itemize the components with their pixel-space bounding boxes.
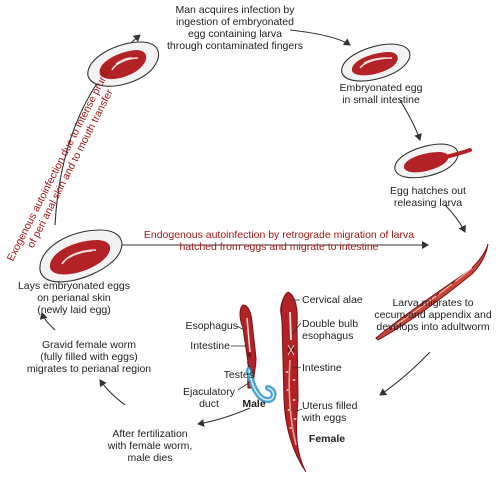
label-endogenous-autoinfection: Endogenous autoinfection by retrograde m… — [143, 229, 415, 253]
label-embryonated: Embryonated egg in small intestine — [339, 82, 423, 106]
arrow-fertilization-to-gravid — [99, 379, 126, 406]
label-uterus: Uterus filled with eggs — [302, 400, 358, 424]
label-lays: Lays embryonated eggs on perianal skin (… — [17, 280, 131, 316]
label-female-title: Female — [308, 433, 346, 445]
label-male-ejaculatory-duct: Ejaculatory duct — [183, 386, 235, 410]
label-male-testes: Testes — [223, 369, 254, 381]
label-larva: Larva migrates to cecum and appendix and… — [374, 297, 492, 333]
label-fertilization: After fertilization with female worm, ma… — [107, 428, 193, 464]
egg-hatching — [394, 143, 472, 179]
label-male-title: Male — [242, 398, 266, 410]
larva — [375, 243, 489, 341]
label-male-intestine: Intestine — [190, 340, 230, 352]
male-worm — [239, 304, 277, 404]
label-male-esophagus: Esophagus — [185, 320, 238, 332]
label-female-intestine: Intestine — [302, 362, 342, 374]
label-hatch: Egg hatches out releasing larva — [390, 185, 466, 209]
label-double-bulb-esophagus: Double bulb esophagus — [302, 318, 359, 342]
female-worm — [280, 291, 307, 473]
leader-lines — [231, 299, 303, 413]
egg-ingestion — [87, 41, 160, 87]
arrow-gravid-to-lays — [39, 312, 56, 331]
arrow-ingestion-to-intestine — [289, 29, 351, 46]
egg-perianal — [39, 229, 123, 283]
arrow-intestine-to-hatch — [399, 99, 422, 141]
label-gravid: Gravid female worm (fully filled with eg… — [26, 339, 152, 375]
arrow-adult-to-fertilization — [197, 407, 251, 427]
arrow-hatch-to-larva — [444, 204, 466, 233]
egg-embryonated — [341, 43, 411, 82]
label-cervical-alae: Cervical alae — [302, 294, 363, 306]
label-ingestion: Man acquires infection by ingestion of e… — [166, 4, 303, 52]
arrow-larva-to-adult — [379, 351, 431, 396]
